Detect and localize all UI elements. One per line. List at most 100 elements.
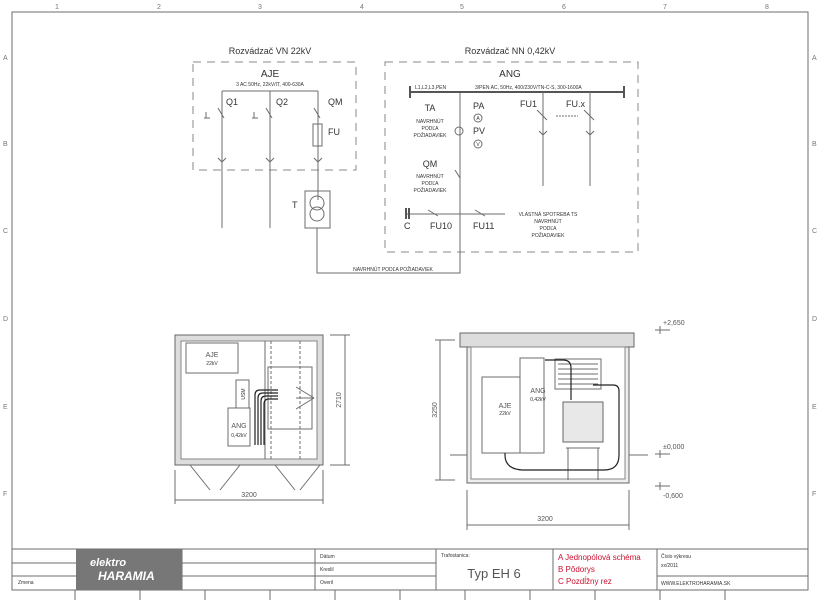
nn-cabinet-label: ANG	[499, 69, 521, 80]
fu11-label: FU11	[473, 221, 494, 231]
overil-label: Overil	[320, 580, 333, 586]
q1-label: Q1	[226, 97, 238, 107]
section-ang-voltage: 0,42kV	[530, 397, 546, 403]
transformer-stand	[566, 447, 600, 480]
row-label: D	[3, 316, 8, 323]
q2-label: Q2	[276, 97, 288, 107]
note: PODĽA	[422, 181, 440, 187]
logo-text-top: elektro	[90, 557, 126, 569]
usm-label: USM	[241, 388, 247, 399]
zmena-label: Zmena	[18, 580, 34, 586]
col-label: 4	[360, 4, 364, 11]
level-top: +2,650	[663, 320, 685, 327]
col-label: 6	[562, 4, 566, 11]
title-block: elektro HARAMIA Zmena Dátum Kreslil Over…	[11, 548, 809, 600]
plan-aje-label: AJE	[206, 352, 219, 359]
vn-busbar	[221, 90, 319, 228]
row-label: F	[3, 491, 7, 498]
row-labels: A B C D E F A B C D E F	[3, 55, 817, 498]
trafostanica-label: Trafostanica:	[441, 553, 470, 559]
transformer-icon	[309, 195, 325, 211]
drawing-number: xx/2011	[661, 563, 678, 569]
c-label: C	[404, 221, 411, 231]
doors	[189, 464, 321, 491]
col-label: 8	[765, 4, 769, 11]
row-label: B	[812, 141, 817, 148]
section-dimension-lines	[435, 326, 670, 530]
note: POŽIADAVIEK	[414, 131, 448, 139]
vn-title: Rozvádzač VN 22kV	[229, 46, 312, 56]
plan-depth-dim: 2710	[336, 392, 343, 408]
section-cables	[504, 359, 620, 471]
bottom-strip	[74, 590, 726, 600]
nn-switchgear: Rozvádzač NN 0,42kV ANG L1,L2,L3,PEN 3/P…	[384, 46, 639, 255]
vn-boundary	[192, 61, 357, 171]
plan-aje-voltage: 22kV	[206, 361, 218, 367]
plan-ang-box	[227, 407, 251, 447]
level-zero: ±0,000	[663, 444, 684, 451]
title-block-frame	[11, 548, 809, 591]
feeder-lines	[536, 92, 595, 186]
kreslil-label: Kreslil	[320, 567, 334, 573]
note: NAVRHNÚT	[416, 173, 443, 180]
section-ang-label: ANG	[530, 388, 545, 395]
switch-icon	[204, 107, 321, 119]
voltmeter-symbol: V	[476, 142, 480, 148]
pa-label: PA	[473, 101, 484, 111]
note: PODĽA	[540, 226, 558, 232]
row-label: B	[3, 141, 8, 148]
plan-cables	[254, 389, 278, 445]
nn-busbar	[409, 86, 625, 98]
nn-boundary	[384, 61, 639, 253]
nn-spec: 3/PEN AC, 50Hz, 400/230V/TN-C-S, 300-160…	[475, 85, 582, 91]
vn-qm-label: QM	[328, 97, 343, 107]
nn-qm-label: QM	[423, 159, 438, 169]
col-label: 1	[55, 4, 59, 11]
col-label: 7	[663, 4, 667, 11]
bus-label: L1,L2,L3,PEN	[415, 85, 447, 91]
vn-spec: 3 AC 50Hz, 22kV/IT, 400-630A	[236, 82, 304, 88]
level-bottom: -0,600	[663, 493, 683, 500]
note: PODĽA	[422, 126, 440, 132]
plan-aje-box	[185, 342, 239, 374]
row-label: F	[812, 491, 816, 498]
terminal-icon	[217, 157, 323, 163]
sheet-c: C Pozdĺžny rez	[558, 577, 612, 586]
own-consumption-label: VLASTNÁ SPOTREBA TS	[519, 211, 578, 218]
capacitor-icon	[405, 208, 410, 219]
col-label: 5	[460, 4, 464, 11]
grille-slats	[558, 363, 598, 385]
fu-label: FU	[328, 127, 340, 137]
sheet-b: B Pôdorys	[558, 565, 595, 574]
note: POŽIADAVIEK	[532, 231, 566, 239]
row-label: C	[812, 228, 817, 235]
plan-width-dim: 3200	[241, 492, 257, 499]
row-label: A	[812, 55, 817, 62]
transformer-winding	[309, 206, 325, 222]
plan-ang-label: ANG	[231, 423, 246, 430]
logo	[76, 549, 182, 590]
t-label: T	[292, 200, 298, 210]
sheet-frame	[11, 11, 809, 591]
own-consumption-line	[407, 169, 505, 255]
row-label: E	[812, 404, 817, 411]
ammeter-symbol: A	[476, 116, 480, 122]
note: NAVRHNÚT	[416, 118, 443, 125]
roof	[459, 332, 635, 348]
col-label: 3	[258, 4, 262, 11]
plan-connections	[295, 386, 315, 410]
note: NAVRHNÚT	[534, 218, 561, 225]
row-label: C	[3, 228, 8, 235]
plan-ang-voltage: 0,42kV	[231, 433, 247, 439]
link-note: NAVRHNÚT PODĽA POŽIADAVIEK	[353, 265, 433, 273]
website: WWW.ELEKTROHARAMIA.SK	[661, 581, 731, 587]
section-transformer	[562, 401, 604, 443]
section-aje-label: AJE	[499, 403, 512, 410]
section-aje-voltage: 22kV	[499, 411, 511, 417]
ventilation-grille	[554, 358, 602, 390]
ammeter-icon	[473, 113, 483, 123]
row-label: A	[3, 55, 8, 62]
section-width-dim: 3200	[537, 516, 553, 523]
section-ang-box	[519, 357, 545, 454]
